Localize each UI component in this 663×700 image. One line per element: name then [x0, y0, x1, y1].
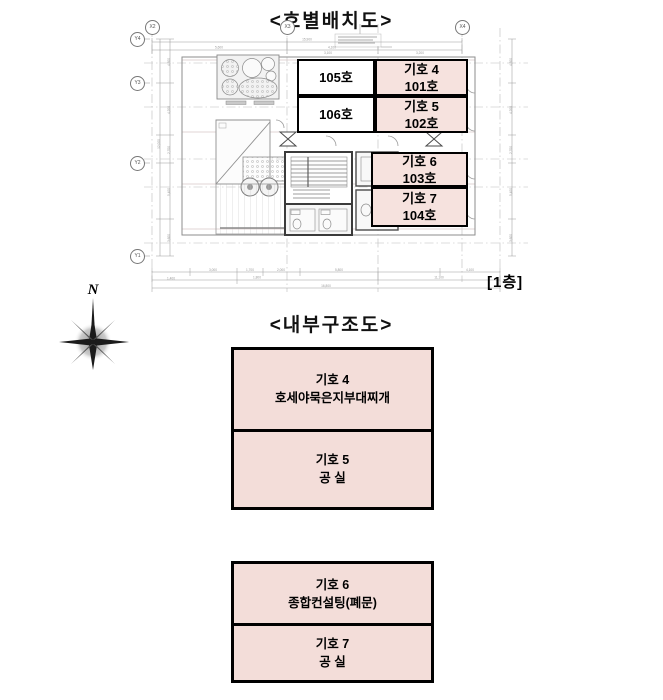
svg-text:3,600: 3,600 [167, 234, 171, 242]
interior-structure-group-upper: 기호 4 호세야묵은지부대찌개 기호 5 공 실 [231, 347, 434, 510]
svg-text:3,000: 3,000 [209, 268, 217, 272]
interior-usage-6: 종합컨설팅(폐문) [288, 595, 377, 610]
interior-usage-7: 공 실 [319, 655, 346, 670]
svg-text:1,400: 1,400 [167, 276, 175, 280]
svg-text:1,800: 1,800 [253, 276, 261, 280]
svg-text:4,200: 4,200 [509, 106, 513, 114]
grid-bubble-x2: X2 [145, 20, 160, 35]
unit-number-101: 101호 [404, 78, 439, 94]
interior-structure-group-lower: 기호 6 종합컨설팅(폐문) 기호 7 공 실 [231, 561, 434, 683]
svg-text:1,700: 1,700 [246, 268, 254, 272]
unit-box-104: 기호 7 104호 [371, 187, 468, 227]
svg-text:5,400: 5,400 [509, 188, 513, 196]
interior-cell-symbol-4: 기호 4 호세야묵은지부대찌개 [234, 350, 431, 429]
interior-cell-symbol-6: 기호 6 종합컨설팅(폐문) [234, 564, 431, 624]
grid-bubble-x4: X4 [455, 20, 470, 35]
interior-usage-5: 공 실 [319, 471, 346, 486]
compass-rose: N [45, 282, 141, 378]
unit-symbol-103: 기호 6 [402, 153, 437, 169]
svg-text:3,600: 3,600 [509, 234, 513, 242]
grid-bubble-x3: X3 [280, 20, 295, 35]
svg-text:15,900: 15,900 [302, 38, 312, 42]
unit-symbol-104: 기호 7 [402, 191, 437, 206]
svg-text:2,700: 2,700 [509, 146, 513, 154]
layout-plan-title: <호별배치도> [269, 11, 394, 32]
interior-symbol-4: 기호 4 [315, 373, 350, 388]
svg-text:12,000: 12,000 [157, 139, 161, 149]
interior-usage-4: 호세야묵은지부대찌개 [274, 391, 390, 406]
svg-text:4,100: 4,100 [328, 46, 336, 50]
svg-text:5,800: 5,800 [335, 268, 343, 272]
unit-box-102: 기호 5 102호 [375, 96, 468, 133]
compass-north-label: N [87, 282, 99, 298]
svg-text:2,000: 2,000 [277, 268, 285, 272]
svg-text:4,100: 4,100 [466, 268, 474, 272]
unit-box-103: 기호 6 103호 [371, 152, 468, 187]
unit-symbol-102: 기호 5 [404, 98, 439, 114]
unit-number-103: 103호 [402, 170, 437, 186]
interior-cell-symbol-7: 기호 7 공 실 [234, 623, 431, 680]
grid-bubble-y3: Y3 [130, 76, 145, 91]
svg-text:11,100: 11,100 [434, 276, 444, 280]
svg-text:4,500: 4,500 [167, 58, 171, 66]
grid-bubble-y2: Y2 [130, 156, 145, 171]
unit-box-106: 106호 [297, 96, 375, 133]
interior-plan-title: <내부구조도> [269, 315, 394, 336]
interior-symbol-5: 기호 5 [315, 453, 350, 468]
unit-number-106: 106호 [319, 107, 353, 122]
compass-rose-icon [59, 298, 129, 370]
svg-text:4,200: 4,200 [167, 106, 171, 114]
svg-text:4,500: 4,500 [509, 58, 513, 66]
unit-number-102: 102호 [404, 115, 439, 131]
svg-text:3,100: 3,100 [324, 51, 332, 55]
interior-symbol-6: 기호 6 [315, 577, 350, 592]
unit-box-105: 105호 [297, 59, 375, 96]
unit-number-105: 105호 [319, 70, 353, 85]
interior-cell-symbol-5: 기호 5 공 실 [234, 428, 431, 507]
unit-symbol-101: 기호 4 [404, 61, 439, 77]
site-plan-drawing: 15,900 5,600 4,100 3,200 3,100 1,400 [130, 20, 535, 304]
grid-bubble-y4: Y4 [130, 32, 145, 47]
svg-text:5,600: 5,600 [215, 46, 223, 50]
unit-number-104: 104호 [402, 208, 437, 223]
svg-text:16,800: 16,800 [321, 284, 331, 288]
floor-label: [1층] [487, 274, 524, 291]
svg-text:2,700: 2,700 [167, 146, 171, 154]
svg-text:5,400: 5,400 [167, 188, 171, 196]
grid-bubble-y1: Y1 [130, 249, 145, 264]
svg-text:3,200: 3,200 [416, 51, 424, 55]
interior-symbol-7: 기호 7 [315, 637, 350, 652]
unit-box-101: 기호 4 101호 [375, 59, 468, 96]
